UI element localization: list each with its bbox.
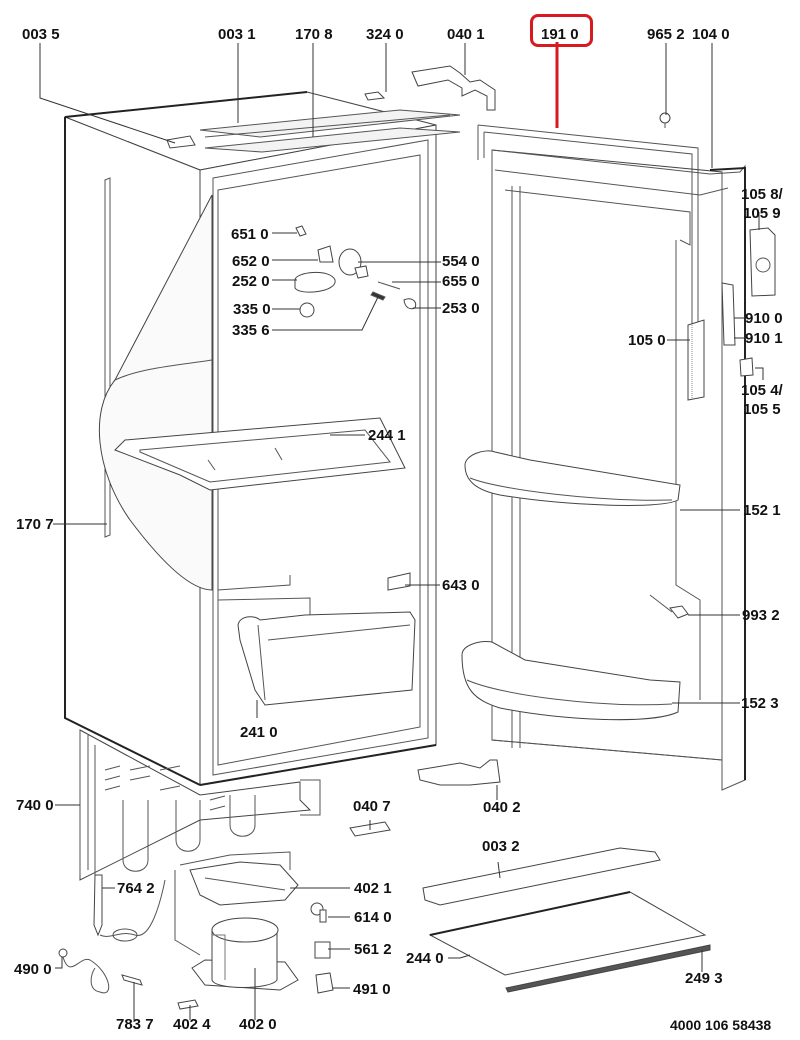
part-label-614-0[interactable]: 614 0 xyxy=(354,909,392,926)
part-label-040-7[interactable]: 040 7 xyxy=(353,798,391,815)
part-label-561-2[interactable]: 561 2 xyxy=(354,941,392,958)
part-label-965-2[interactable]: 965 2 xyxy=(647,26,685,43)
document-number: 4000 106 58438 xyxy=(670,1017,772,1033)
part-label-783-7[interactable]: 783 7 xyxy=(116,1016,154,1033)
part-label-105-4: 105 4/ xyxy=(741,382,783,399)
part-label-241-0[interactable]: 241 0 xyxy=(240,724,278,741)
part-label-993-2[interactable]: 993 2 xyxy=(742,607,780,624)
part-label-643-0[interactable]: 643 0 xyxy=(442,577,480,594)
part-label-402-0[interactable]: 402 0 xyxy=(239,1016,277,1033)
filter-dryer xyxy=(93,851,291,956)
part-label-152-1[interactable]: 152 1 xyxy=(743,502,781,519)
part-label-104-0[interactable]: 104 0 xyxy=(692,26,730,43)
part-label-491-0[interactable]: 491 0 xyxy=(353,981,391,998)
part-label-105-4-105-5[interactable]: 105 4/ 105 5 xyxy=(741,381,783,419)
part-label-335-0[interactable]: 335 0 xyxy=(233,301,271,318)
top-rails xyxy=(166,65,671,153)
handle-kit xyxy=(749,227,776,297)
part-label-170-8[interactable]: 170 8 xyxy=(295,26,333,43)
part-label-105-8: 105 8/ xyxy=(741,186,783,203)
part-label-651-0[interactable]: 651 0 xyxy=(231,226,269,243)
part-label-655-0[interactable]: 655 0 xyxy=(442,273,480,290)
condenser xyxy=(79,729,321,895)
compressor xyxy=(191,917,299,991)
part-label-003-5[interactable]: 003 5 xyxy=(22,26,60,43)
leader-lines xyxy=(39,42,764,1020)
part-label-244-1[interactable]: 244 1 xyxy=(368,427,406,444)
part-label-490-0[interactable]: 490 0 xyxy=(14,961,52,978)
part-label-253-0[interactable]: 253 0 xyxy=(442,300,480,317)
part-label-003-1[interactable]: 003 1 xyxy=(218,26,256,43)
electrical-parts xyxy=(310,902,334,994)
bottom-parts xyxy=(422,847,711,993)
part-label-003-2[interactable]: 003 2 xyxy=(482,838,520,855)
part-label-910-0[interactable]: 910 0 xyxy=(745,310,783,327)
part-label-170-7[interactable]: 170 7 xyxy=(16,516,54,533)
part-label-244-0[interactable]: 244 0 xyxy=(406,950,444,967)
part-label-252-0[interactable]: 252 0 xyxy=(232,273,270,290)
part-label-554-0[interactable]: 554 0 xyxy=(442,253,480,270)
part-label-105-5: 105 5 xyxy=(743,401,781,418)
part-label-402-1[interactable]: 402 1 xyxy=(354,880,392,897)
part-label-652-0[interactable]: 652 0 xyxy=(232,253,270,270)
part-label-191-0[interactable]: 191 0 xyxy=(541,26,579,43)
side-brackets xyxy=(721,282,754,377)
part-label-105-0[interactable]: 105 0 xyxy=(628,332,666,349)
part-label-335-6[interactable]: 335 6 xyxy=(232,322,270,339)
part-label-105-9: 105 9 xyxy=(743,205,781,222)
part-label-040-2[interactable]: 040 2 xyxy=(483,799,521,816)
highlight-box xyxy=(530,14,593,47)
part-label-152-3[interactable]: 152 3 xyxy=(741,695,779,712)
cord-parts xyxy=(58,948,199,1010)
part-label-910-1[interactable]: 910 1 xyxy=(745,330,783,347)
part-label-249-3[interactable]: 249 3 xyxy=(685,970,723,987)
part-label-402-4[interactable]: 402 4 xyxy=(173,1016,211,1033)
door xyxy=(461,124,746,791)
interior-parts xyxy=(114,225,417,706)
part-label-040-1[interactable]: 040 1 xyxy=(447,26,485,43)
part-label-740-0[interactable]: 740 0 xyxy=(16,797,54,814)
part-label-764-2[interactable]: 764 2 xyxy=(117,880,155,897)
part-label-105-8-105-9[interactable]: 105 8/ 105 9 xyxy=(741,185,783,223)
part-label-324-0[interactable]: 324 0 xyxy=(366,26,404,43)
drip-tray xyxy=(189,861,299,906)
